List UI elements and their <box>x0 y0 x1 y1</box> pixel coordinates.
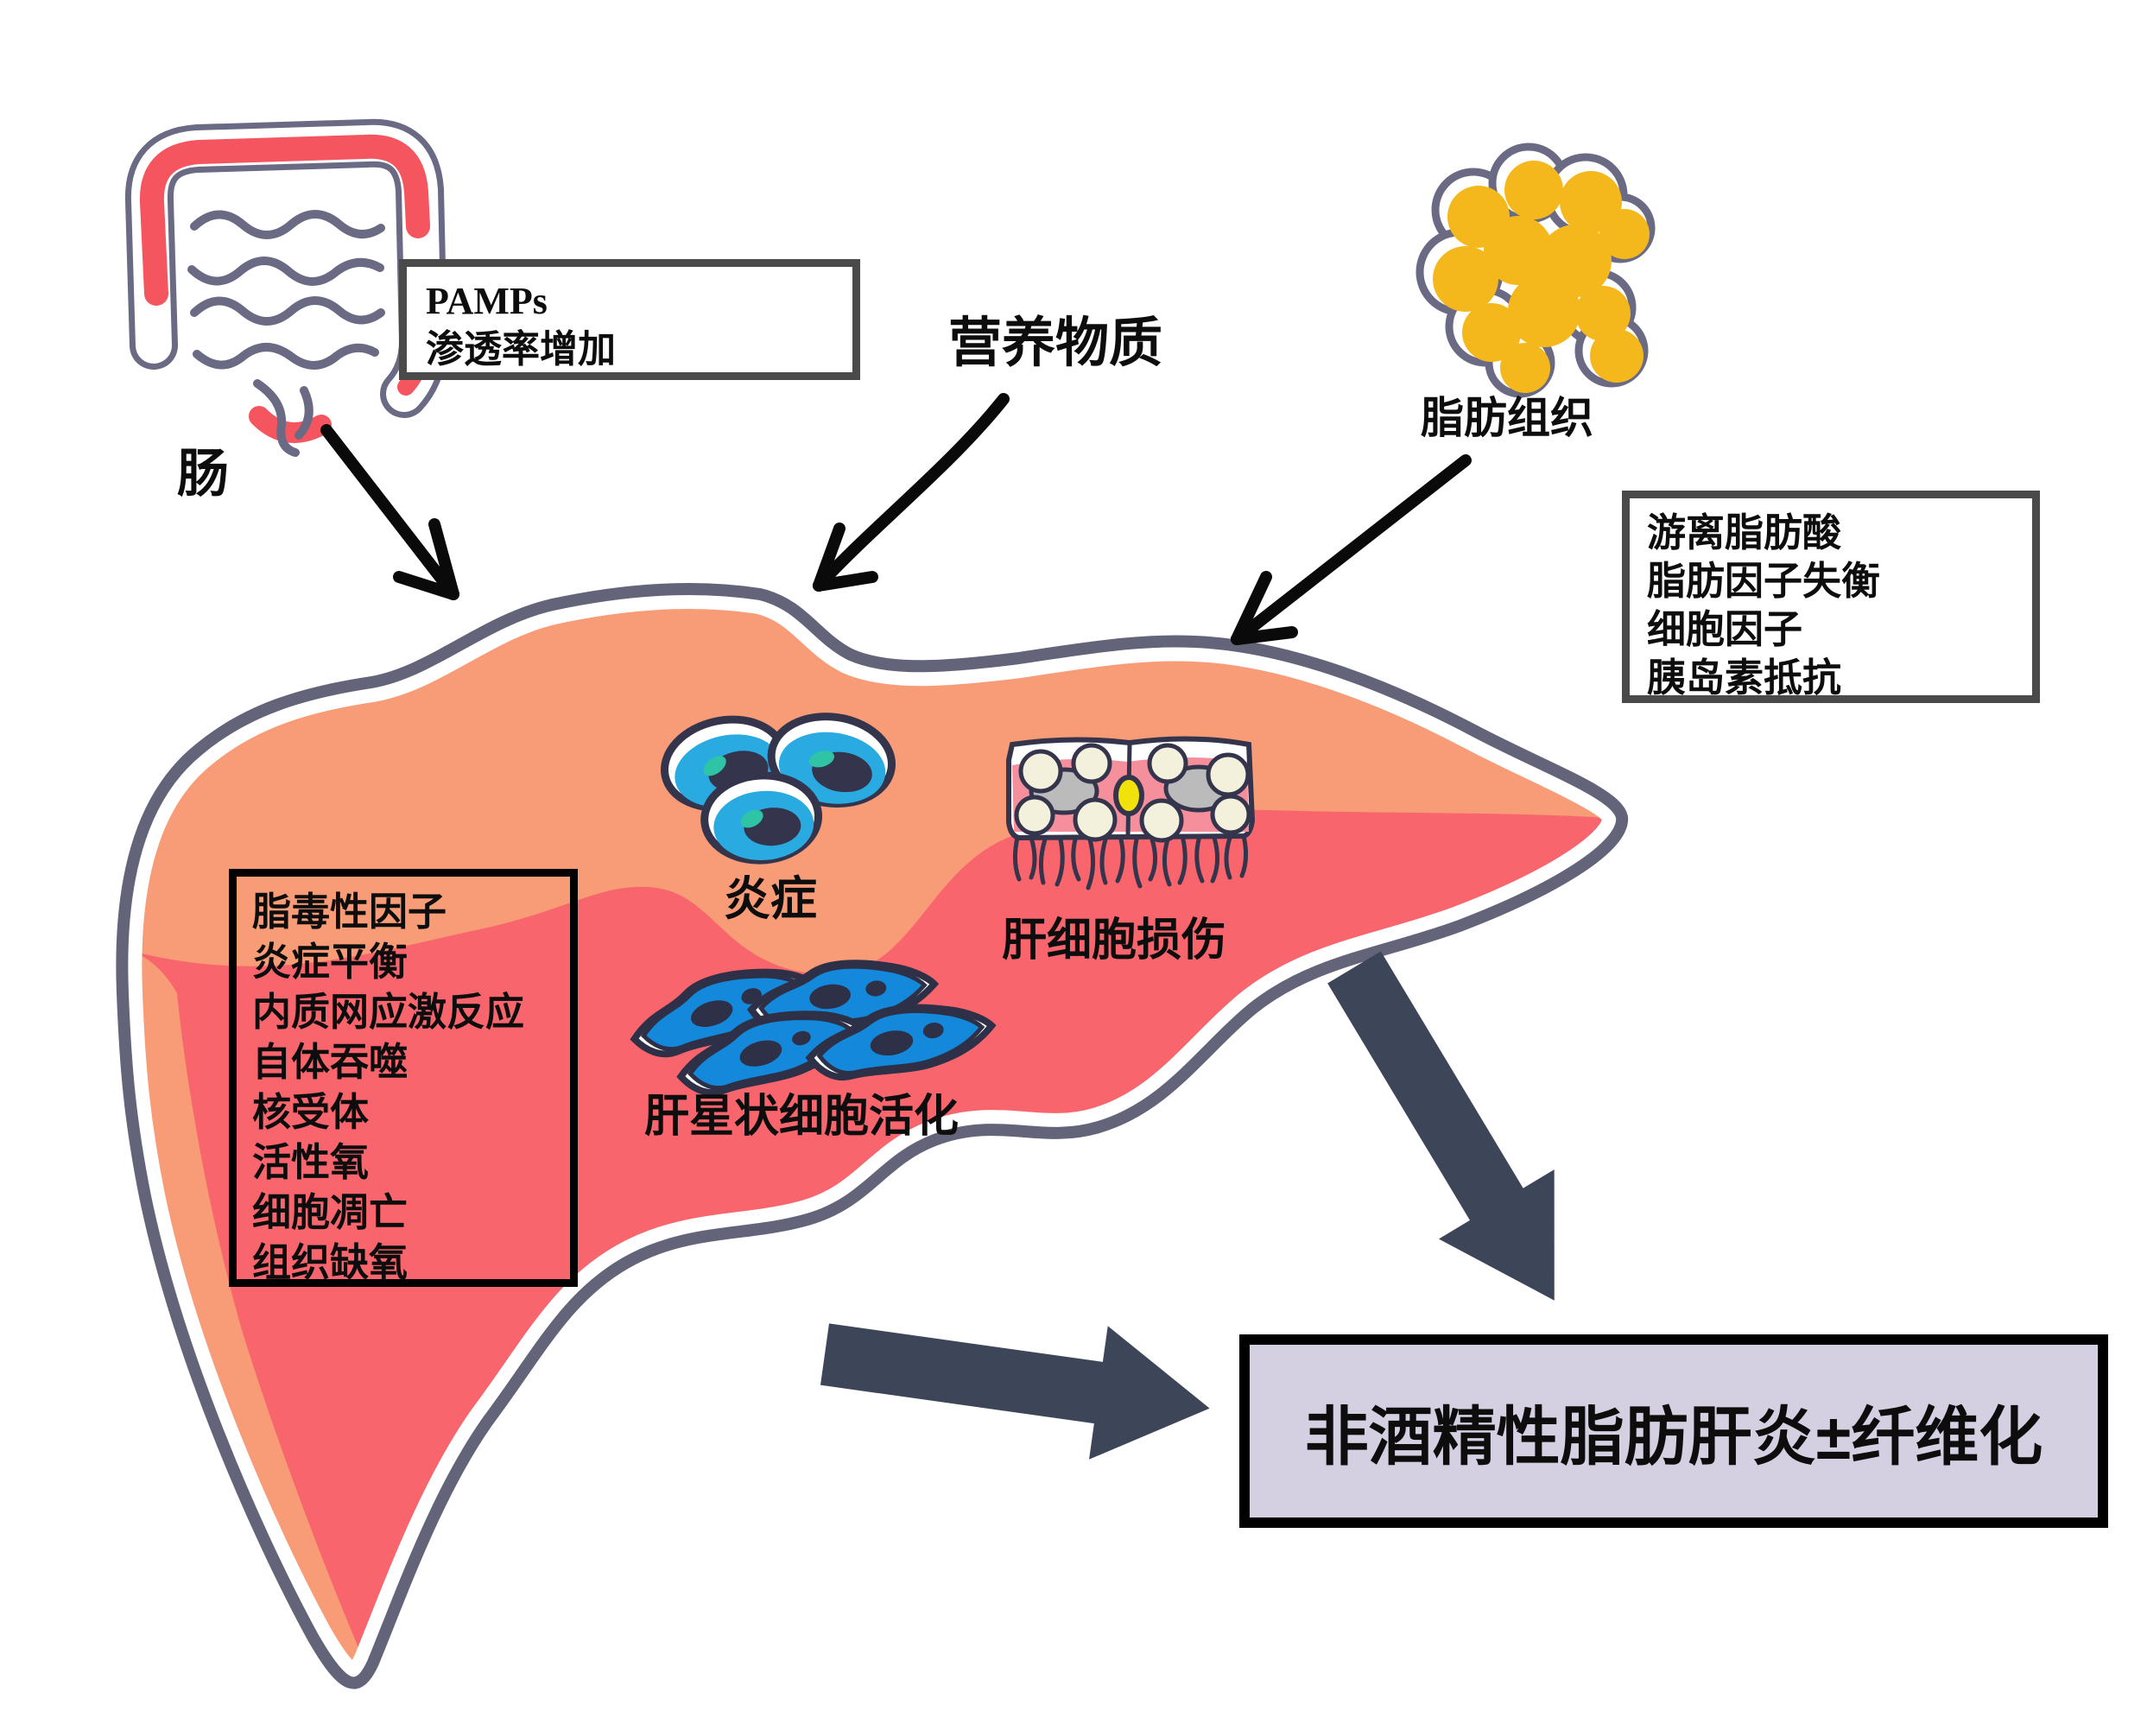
damaged-microvilli <box>1012 833 1249 890</box>
outcome-label: 非酒精性脂肪肝炎±纤维化 <box>1304 1400 2043 1473</box>
arrow-adipose-to-liver <box>1231 454 1472 645</box>
liver-mechanism: 自体吞噬 <box>252 1040 408 1084</box>
liver-mechanism: 组织缺氧 <box>252 1240 408 1284</box>
adipose-factor: 游离脂肪酸 <box>1647 510 1842 554</box>
adipose-factor: 细胞因子 <box>1647 607 1803 651</box>
liver-mechanism: 细胞凋亡 <box>252 1190 408 1234</box>
liver-mechanism: 活性氧 <box>252 1140 370 1184</box>
adipose-factors-box: 游离脂肪酸 脂肪因子失衡 细胞因子 胰岛素抵抗 <box>1622 491 2040 703</box>
intestine-label: 肠 <box>177 445 229 503</box>
pamps-box-line: PAMPs <box>426 280 548 322</box>
small-intestine-loops <box>187 210 385 457</box>
liver-mechanisms-box: 脂毒性因子 炎症平衡 内质网应激反应 自体吞噬 核受体 活性氧 细胞凋亡 组织缺… <box>229 869 578 1287</box>
adipose-tissue-label: 脂肪组织 <box>1421 394 1593 442</box>
adipose-tissue-icon <box>1416 143 1656 398</box>
pamps-box: PAMPs 渗透率增加 <box>399 259 860 380</box>
liver-outline <box>116 583 1629 1689</box>
intestine-icon <box>124 118 447 457</box>
inflammation-cells-icon <box>660 713 896 865</box>
pamps-box-line: 渗透率增加 <box>426 328 616 371</box>
hepatocyte-damage-icon <box>1006 736 1256 890</box>
nutrients-label: 营养物质 <box>948 314 1163 373</box>
adipose-factor: 胰岛素抵抗 <box>1647 656 1842 700</box>
block-arrow-liver-to-outcome <box>1327 951 1555 1301</box>
arrow-nutrients-to-liver <box>813 393 1010 592</box>
hepatocyte-damage-label: 肝细胞损伤 <box>1002 916 1227 966</box>
inflammation-label: 炎症 <box>724 873 817 925</box>
liver-mechanism: 内质网应激反应 <box>252 990 525 1034</box>
liver-mechanism: 脂毒性因子 <box>252 890 447 934</box>
stellate-activation-label: 肝星状细胞活化 <box>644 1092 960 1142</box>
arrow-intestine-to-liver <box>320 424 459 600</box>
liver-mechanism: 炎症平衡 <box>252 940 408 984</box>
liver-mechanism: 核受体 <box>252 1090 370 1134</box>
block-arrow-bottom-to-outcome <box>820 1323 1210 1460</box>
adipose-factor: 脂肪因子失衡 <box>1647 559 1881 603</box>
stellate-cells-icon <box>624 951 997 1104</box>
outcome-box: 非酒精性脂肪肝炎±纤维化 <box>1239 1334 2108 1528</box>
